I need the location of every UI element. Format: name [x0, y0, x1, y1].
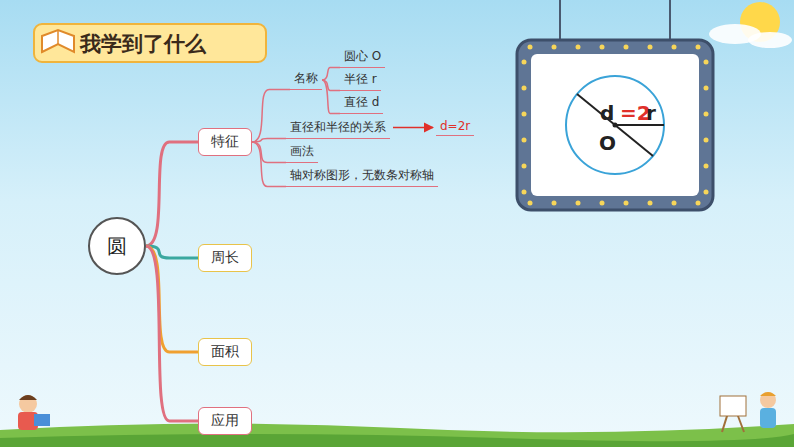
branch-box: 面积	[198, 338, 252, 366]
branch-box: 周长	[198, 244, 252, 272]
kid-painting	[720, 392, 776, 432]
leaf-topic: 轴对称图形，无数条对称轴	[286, 167, 438, 187]
node-text: 直径和半径的关系	[290, 120, 386, 134]
picture-board	[517, 0, 713, 210]
node-text: 画法	[290, 144, 314, 158]
branch-box: 应用	[198, 407, 252, 435]
branch-connector	[146, 246, 198, 421]
branch-connector	[252, 139, 286, 143]
node-text: 半径 r	[344, 72, 377, 86]
figure-label: d	[600, 101, 614, 125]
figure-label: O	[599, 131, 616, 155]
title-banner	[34, 24, 266, 62]
leaf-topic: 名称	[290, 70, 322, 90]
branch-connector	[393, 127, 433, 129]
leaf-topic: 半径 r	[340, 71, 381, 91]
leaf-topic: d=2r	[436, 119, 474, 136]
branch-connector	[252, 142, 286, 187]
leaf-topic: 圆心 O	[340, 48, 385, 68]
circle-figure	[566, 76, 664, 174]
kid-reading	[18, 395, 50, 430]
branch-box: 特征	[198, 128, 252, 156]
branch-connector	[252, 90, 290, 143]
node-text: 圆心 O	[344, 49, 381, 63]
book-icon	[42, 30, 74, 52]
slide-title: 我学到了什么	[80, 30, 206, 58]
leaf-topic: 直径 d	[340, 94, 383, 114]
branch-connector	[322, 80, 340, 114]
root-circle: 圆	[88, 217, 146, 275]
node-text: 面积	[211, 343, 239, 361]
branch-connector	[322, 68, 340, 81]
node-text: 周长	[211, 249, 239, 267]
branch-connector	[146, 142, 198, 246]
leaf-topic: 画法	[286, 143, 318, 163]
figure-label: r	[646, 101, 656, 125]
node-text: 直径 d	[344, 95, 379, 109]
node-text: 特征	[211, 133, 239, 151]
grass	[0, 423, 794, 447]
node-text: 名称	[294, 71, 318, 85]
node-text: d=2r	[440, 119, 470, 133]
node-text: 应用	[211, 412, 239, 430]
leaf-topic: 直径和半径的关系	[286, 119, 390, 139]
node-text: 圆	[107, 233, 127, 260]
node-text: 轴对称图形，无数条对称轴	[290, 168, 434, 182]
